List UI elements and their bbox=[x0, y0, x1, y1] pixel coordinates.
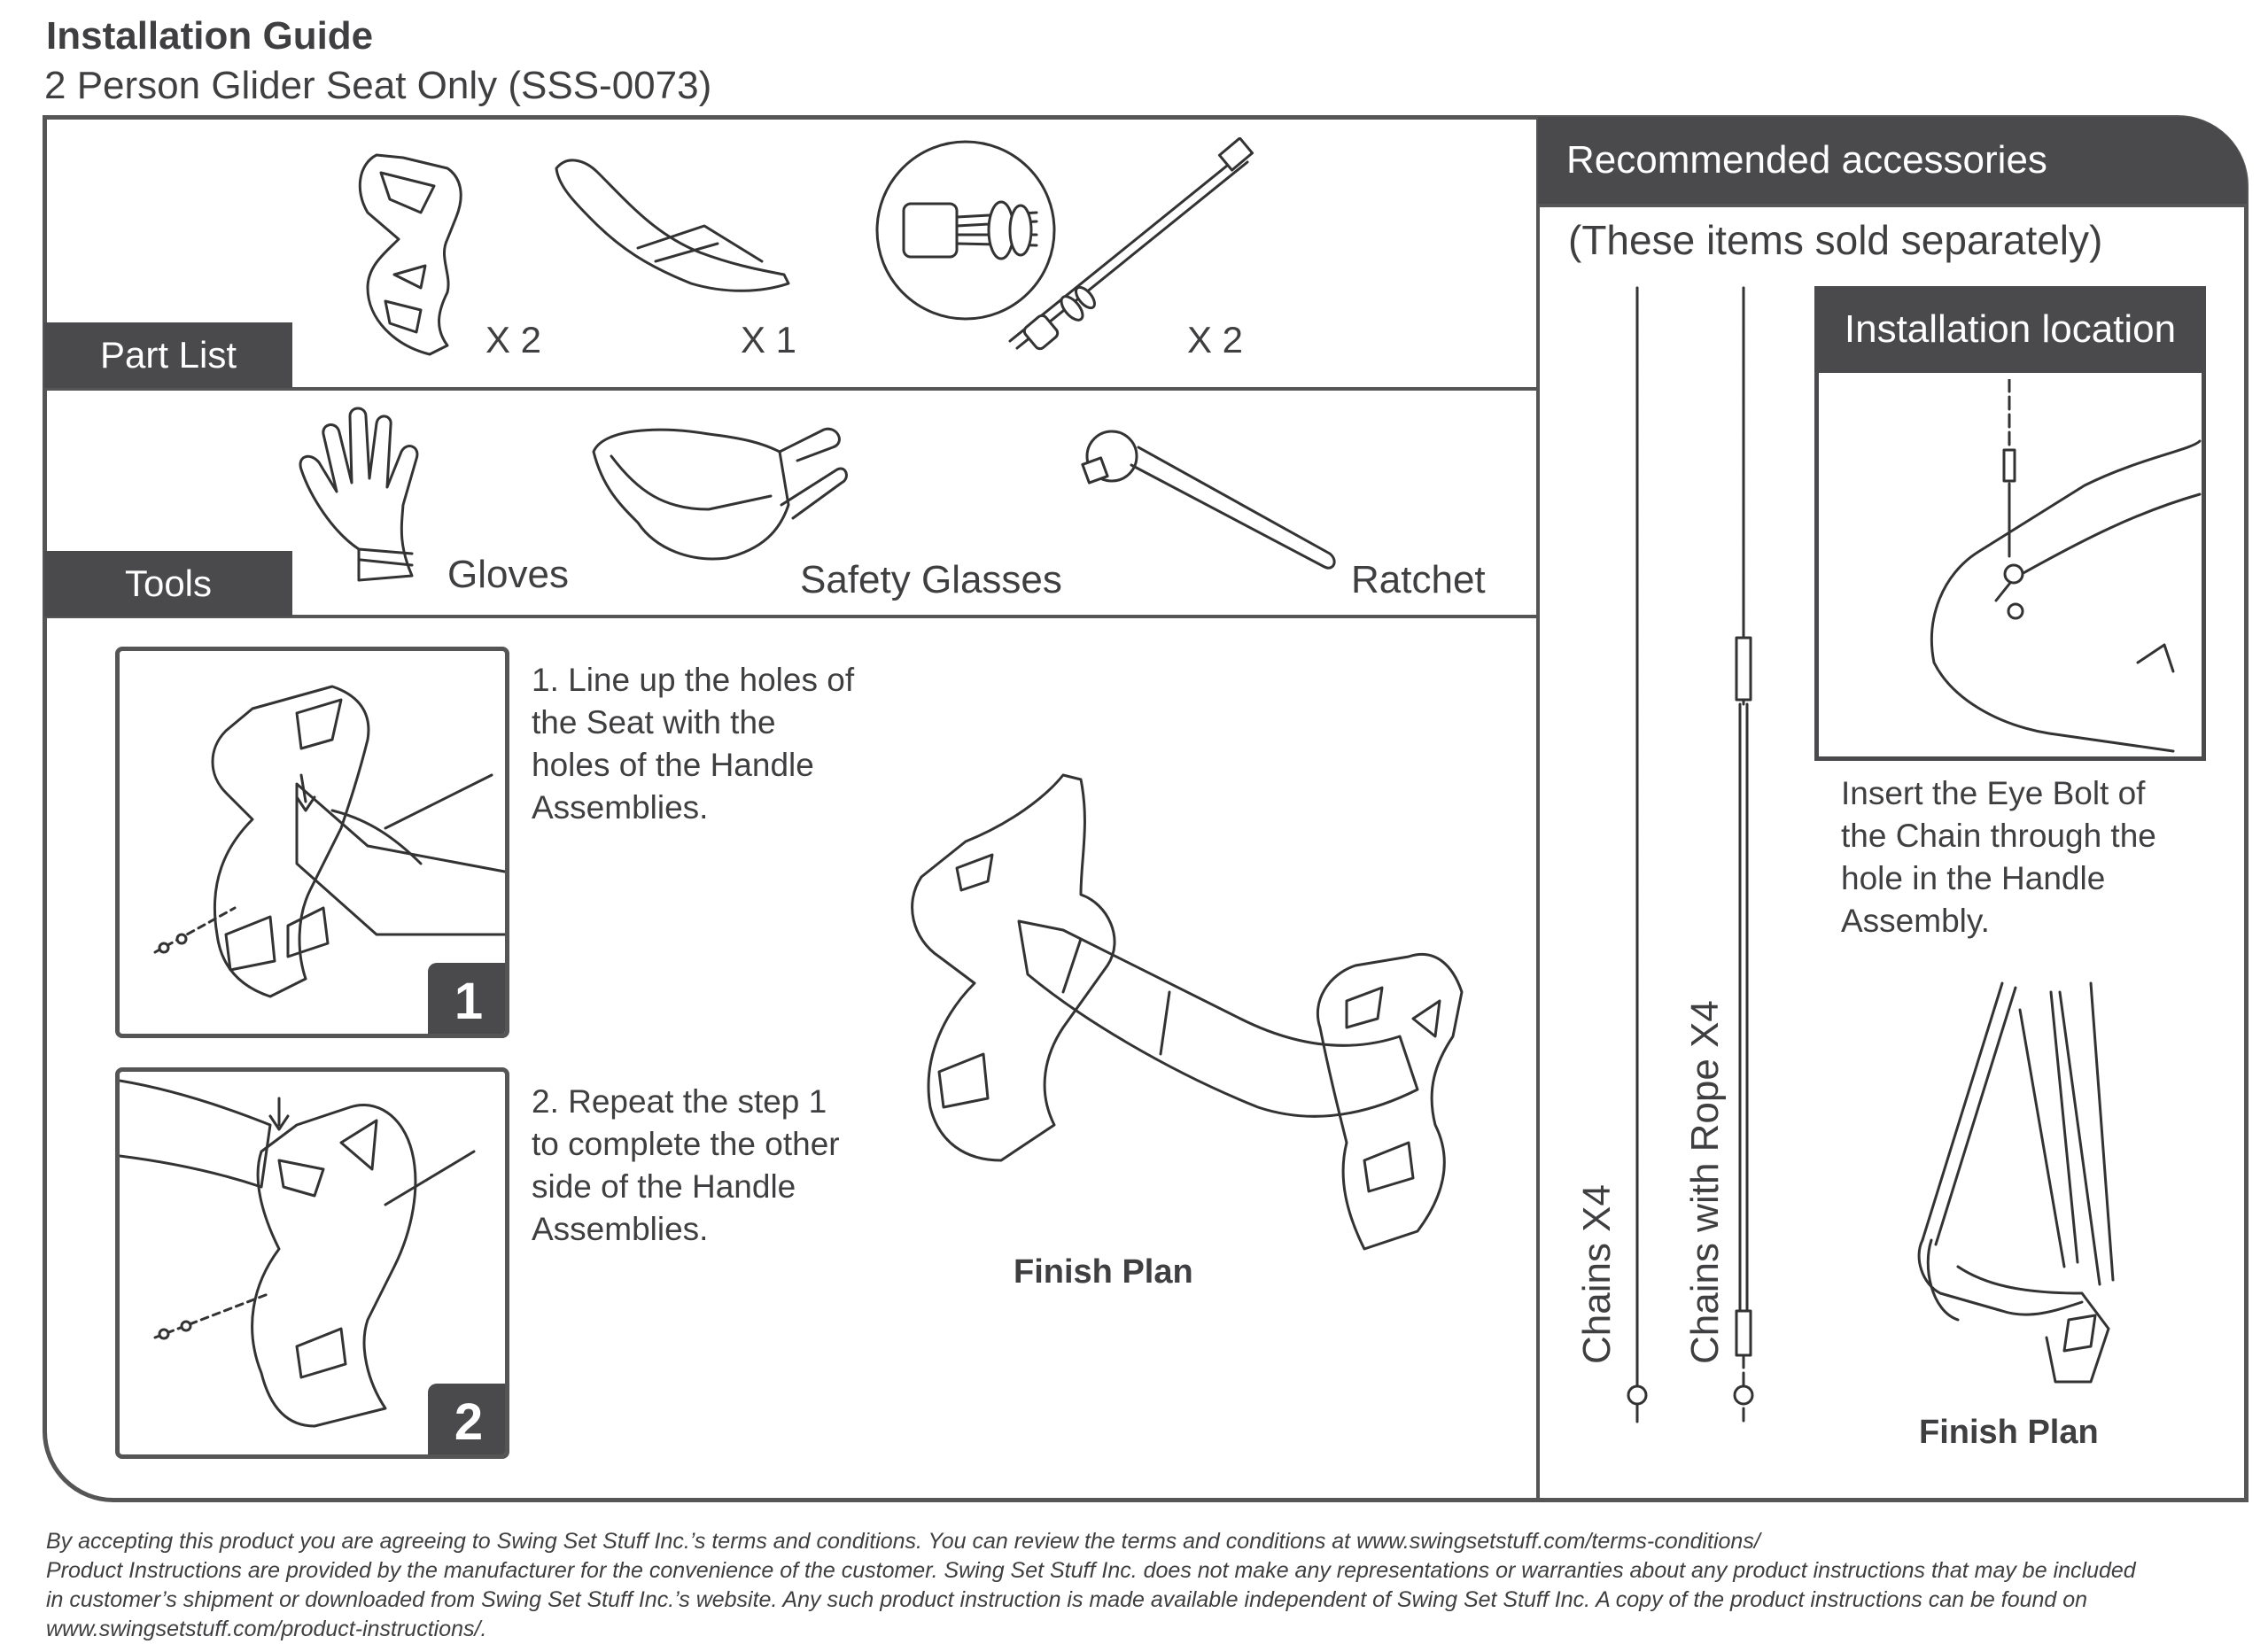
tool-label-ratchet: Ratchet bbox=[1351, 558, 1486, 601]
gloves-icon bbox=[299, 407, 419, 582]
step-1-illustration: 1 bbox=[115, 647, 509, 1038]
accessories-divider bbox=[1538, 204, 2247, 207]
ratchet-icon bbox=[1081, 430, 1336, 570]
installation-location-text: Insert the Eye Bolt of the Chain through… bbox=[1841, 775, 2156, 939]
chains-label: Chains X4 bbox=[1575, 1183, 1619, 1364]
step-2-number: 2 bbox=[428, 1384, 505, 1454]
handle-assembly-icon bbox=[358, 153, 462, 356]
step-2-text: 2. Repeat the step 1 to complete the oth… bbox=[532, 1083, 840, 1247]
seat-icon bbox=[555, 159, 790, 292]
part-list-tab: Part List bbox=[44, 322, 292, 388]
step-2-drawing bbox=[120, 1079, 476, 1428]
recommended-accessories-header: Recommended accessories bbox=[1538, 117, 2247, 204]
chains-with-rope-label: Chains with Rope X4 bbox=[1683, 1000, 1727, 1364]
installed-finish-plan-label: Finish Plan bbox=[1919, 1414, 2099, 1451]
bolt-icon bbox=[875, 137, 1254, 351]
part-qty-handle: X 2 bbox=[485, 319, 542, 361]
tool-label-safety-glasses: Safety Glasses bbox=[800, 558, 1062, 601]
installed-glider-illustration bbox=[1917, 981, 2115, 1384]
safety-glasses-icon bbox=[592, 427, 848, 561]
page-title: Installation Guide bbox=[46, 14, 374, 58]
step-2-illustration: 2 bbox=[115, 1067, 509, 1459]
part-qty-bolt: X 2 bbox=[1187, 319, 1244, 361]
tools-divider bbox=[44, 615, 1538, 618]
finish-plan-illustration bbox=[911, 773, 1464, 1251]
page-subtitle: 2 Person Glider Seat Only (SSS-0073) bbox=[44, 64, 712, 107]
finish-plan-label: Finish Plan bbox=[1014, 1253, 1193, 1291]
footer-disclaimer: By accepting this product you are agreei… bbox=[46, 1529, 2136, 1641]
step-1-drawing bbox=[153, 685, 505, 998]
step-1-number: 1 bbox=[428, 963, 505, 1034]
sold-separately-note: (These items sold separately) bbox=[1568, 217, 2103, 263]
tool-label-gloves: Gloves bbox=[447, 553, 569, 596]
parts-divider bbox=[44, 387, 1538, 391]
column-divider bbox=[1536, 117, 1540, 1501]
tools-tab: Tools bbox=[44, 551, 292, 616]
main-frame bbox=[43, 115, 2249, 1502]
installation-location-tab: Installation location bbox=[1814, 286, 2206, 373]
step-1-text: 1. Line up the holes of the Seat with th… bbox=[532, 662, 855, 826]
chains-icon bbox=[1627, 286, 1754, 1423]
installation-location-drawing bbox=[1930, 379, 2202, 753]
part-qty-seat: X 1 bbox=[741, 319, 797, 361]
